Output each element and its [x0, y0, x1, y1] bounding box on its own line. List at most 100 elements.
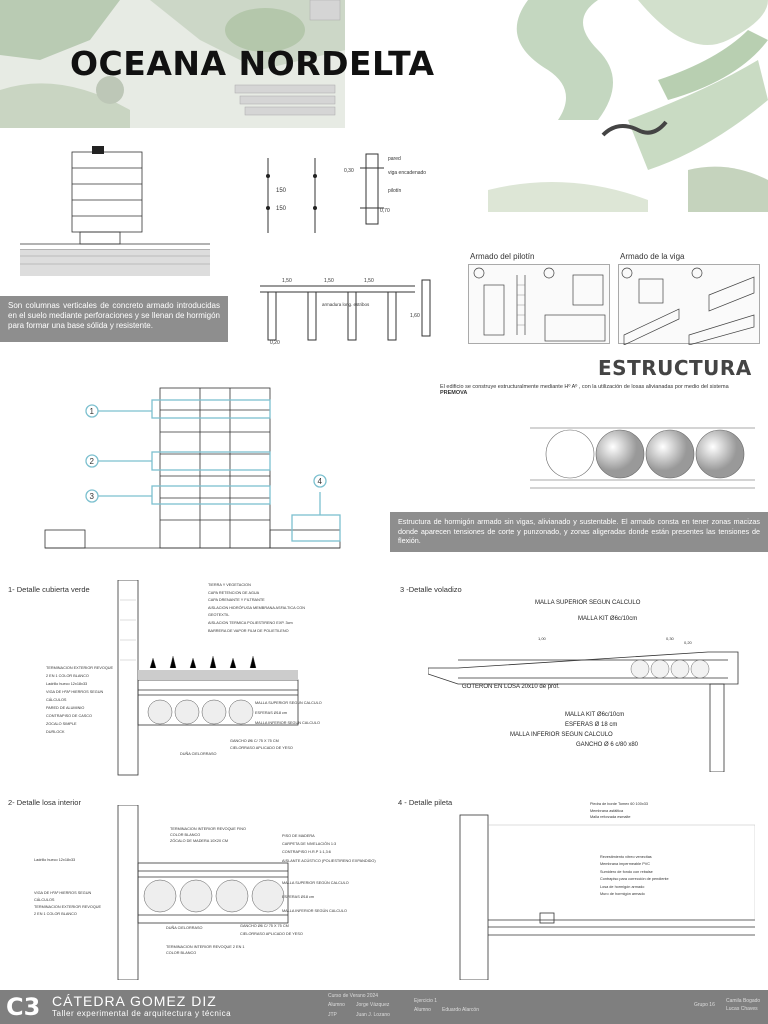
detail2-left-labels: Ladrillo hueco 12x18x33 — [34, 856, 104, 864]
estructura-text-box: Estructura de hormigón armado sin vigas,… — [390, 512, 768, 552]
detail1-label: MALLA SUPERIOR SEGUN CALCULO — [255, 701, 322, 705]
detail2-label: DUÑA CIELORRASO — [166, 926, 203, 930]
detail1-label: CIELORRASO APLICADO DE YESO — [230, 746, 293, 750]
detail1-label: ZOCALO SIMPLE — [46, 722, 77, 726]
detail4-mid-labels: Revestimiento vítreo venecitas Membrana … — [600, 854, 690, 898]
detail2-label: Ladrillo hueco 12x18x33 — [34, 858, 76, 862]
armado-viga-drawing — [618, 264, 760, 346]
footer-info: Grupo 16 — [694, 1002, 715, 1008]
premova-brand: PREMOVA — [440, 390, 468, 396]
detail2-left-labels-lower: VIGA DE HºAº HIERROS SEGUN CÁLCULOS TERM… — [34, 890, 104, 918]
estructura-subtitle: El edificio se construye estructuralment… — [440, 384, 755, 396]
marker-1: 1 — [90, 407, 95, 416]
detail2-label: AISLANTE ACÚSTICO (POLIESTIRENO EXPANDID… — [282, 858, 376, 863]
detail1-label: CAPA RETENCION DE AGUA — [208, 590, 260, 595]
detail2-title: 2- Detalle losa interior — [8, 798, 81, 807]
footer-info: Juan J. Lozano — [356, 1012, 390, 1018]
detail2-label: GANCHO Ø6 C/ 75 X 75 CM — [240, 924, 289, 928]
site-photo-graphic — [0, 0, 345, 128]
armado-viga-title: Armado de la viga — [620, 252, 685, 261]
detail4-label: Contrapiso para corrección de pendiente — [600, 877, 669, 882]
detail2-label: CONTRAPISO H.R.P 1:1,3:6 — [282, 850, 331, 855]
detail2-drawing — [100, 804, 300, 981]
detail1-right-labels: TIERRA Y VEGETACION CAPA RETENCION DE AG… — [208, 582, 308, 635]
dim-label: 0,20 — [270, 340, 280, 346]
location-map — [488, 0, 768, 212]
footer-info: JTP — [328, 1012, 337, 1018]
detail1-label: CONTRAPISO DE CASCO — [46, 714, 92, 718]
detail3-title: 3 -Detalle voladizo — [400, 585, 462, 594]
armadura-label: armadura long. estribos — [322, 302, 370, 307]
footer-info: Camila Bogado — [726, 998, 761, 1004]
detail4-label: Losa de hormigón armado — [600, 884, 645, 889]
dim-label: 150 — [276, 188, 287, 194]
footer-info: Alumno — [414, 1007, 431, 1013]
detail1-label: VIGA DE HºAº HIERROS SEGUN CÁLCULOS — [46, 690, 104, 702]
detail2-label: TERMINACION EXTERIOR REVOQUE 2 EN 1 COLO… — [34, 905, 102, 916]
catedra-name: CÁTEDRA GOMEZ DIZ — [52, 993, 217, 1009]
detail1-label: AISLACION HIDRÓFUGA MEMBRANA ASFALTICA C… — [208, 605, 305, 618]
detail4-label: Malla reforzada esmalte — [590, 815, 631, 820]
footer-bar: C3 CÁTEDRA GOMEZ DIZ Taller experimental… — [0, 990, 768, 1024]
detail1-drawing — [40, 579, 340, 780]
intro-text-box: Son columnas verticales de concreto arma… — [0, 296, 228, 342]
dim-label: 1,60 — [410, 313, 420, 319]
detail2-label: MALLA SUPERIOR SEGÚN CALCULO — [282, 881, 349, 885]
detail1-left-labels: TERMINACION EXTERIOR REVOQUE 2 EN 1 COLO… — [46, 664, 116, 736]
detail1-bottom-label: DUÑA CIELORRASO — [180, 752, 217, 756]
detail2-label: CIELORRASO APLICADO DE YESO — [240, 932, 303, 936]
dim-label: 0,20 — [684, 640, 693, 645]
dim-label: 0,30 — [666, 636, 675, 641]
project-title: OCEANA NORDELTA — [70, 44, 435, 83]
dim-label: 0,70 — [380, 208, 390, 214]
detail3-drawing: 1,00 0,30 0,20 — [427, 612, 768, 773]
dim-label: 1,50 — [282, 278, 292, 284]
detail4-label: Membrana asfáltica — [590, 808, 624, 813]
marker-4: 4 — [318, 477, 323, 486]
detail1-bottom-labels: GANCHO Ø6 C/ 75 X 75 CM CIELORRASO APLIC… — [230, 738, 320, 752]
side-label: pilotín — [388, 188, 402, 194]
detail2-top-labels: TERMINACION INTERIOR REVOQUE FINO COLOR … — [170, 826, 250, 844]
detail4-drawing — [455, 805, 756, 981]
dim-label: 1,50 — [324, 278, 334, 284]
footer-info: Curso de Verano 2024 — [328, 993, 379, 999]
detail1-label: TIERRA Y VEGETACION — [208, 583, 251, 587]
detail4-top-labels: Piedra de borde Tomex 60 100x33 Membrana… — [590, 801, 690, 821]
detail1-label: ESFERAS Ø18 cm — [255, 711, 288, 715]
detail1-label: TERMINACION EXTERIOR REVOQUE 2 EN 1 COLO… — [46, 666, 114, 678]
aerial-site-photo — [0, 0, 345, 128]
detail2-label: VIGA DE HºAº HIERROS SEGUN CÁLCULOS — [34, 891, 92, 902]
side-label: pared — [388, 156, 401, 162]
dim-label: 0,30 — [344, 168, 354, 174]
detail2-label: ZÓCALO DE MADERA 10X20 CM — [170, 839, 229, 843]
detail2-label: CARPETA DE NIVELACIÓN 1:3 — [282, 842, 337, 847]
marker-2: 2 — [90, 457, 95, 466]
detail2-label: PISO DE MADERA — [282, 834, 315, 838]
footer-info: Ejercicio 1 — [414, 998, 438, 1004]
footer-info: Eduardo Alarcón — [442, 1007, 479, 1013]
detail1-label: CAPA DRENANTE Y FILTRANTE — [208, 598, 265, 603]
marker-3: 3 — [90, 492, 95, 501]
dim-label: 1,00 — [538, 636, 547, 641]
detail1-label: GANCHO Ø6 C/ 75 X 75 CM — [230, 739, 279, 743]
detail1-label: BARRERA DE VAPOR FILM DE POLIETILENO — [208, 628, 289, 633]
detail4-label: Piedra de borde Tomex 60 100x33 — [590, 802, 648, 806]
estructura-title: ESTRUCTURA — [598, 356, 752, 380]
premova-spheres-drawing — [530, 410, 755, 500]
side-label: viga encadenado — [388, 170, 426, 176]
detail1-label: MALLA INFERIOR SEGUN CALCULO — [255, 721, 320, 725]
detail4-title: 4 - Detalle pileta — [398, 798, 453, 807]
estructura-subtitle-text: El edificio se construye estructuralment… — [440, 384, 729, 390]
building-section-drawing — [20, 138, 210, 276]
detail3-label: ESFERAS Ø 18 cm — [565, 722, 618, 728]
detail1-label: PARED DE ALUMINIO — [46, 706, 85, 710]
detail4-label: Sumidero de fondo con rebalse — [600, 869, 653, 874]
detail1-right-labels-lower: MALLA SUPERIOR SEGUN CALCULO ESFERAS Ø18… — [255, 698, 345, 728]
detail2-right-labels: PISO DE MADERA CARPETA DE NIVELACIÓN 1:3… — [282, 832, 382, 865]
taller-subtitle: Taller experimental de arquitectura y té… — [52, 1009, 232, 1018]
dim-label: 150 — [276, 206, 287, 212]
armado-pilotin-title: Armado del pilotín — [470, 252, 535, 261]
detail2-label: TERMINACION INTERIOR REVOQUE 2 EN 1 COLO… — [166, 945, 245, 955]
detail3-label: GANCHO Ø 6 c/80 x80 — [576, 742, 639, 748]
detail4-label: Membrana impermeable PVC — [600, 862, 651, 867]
